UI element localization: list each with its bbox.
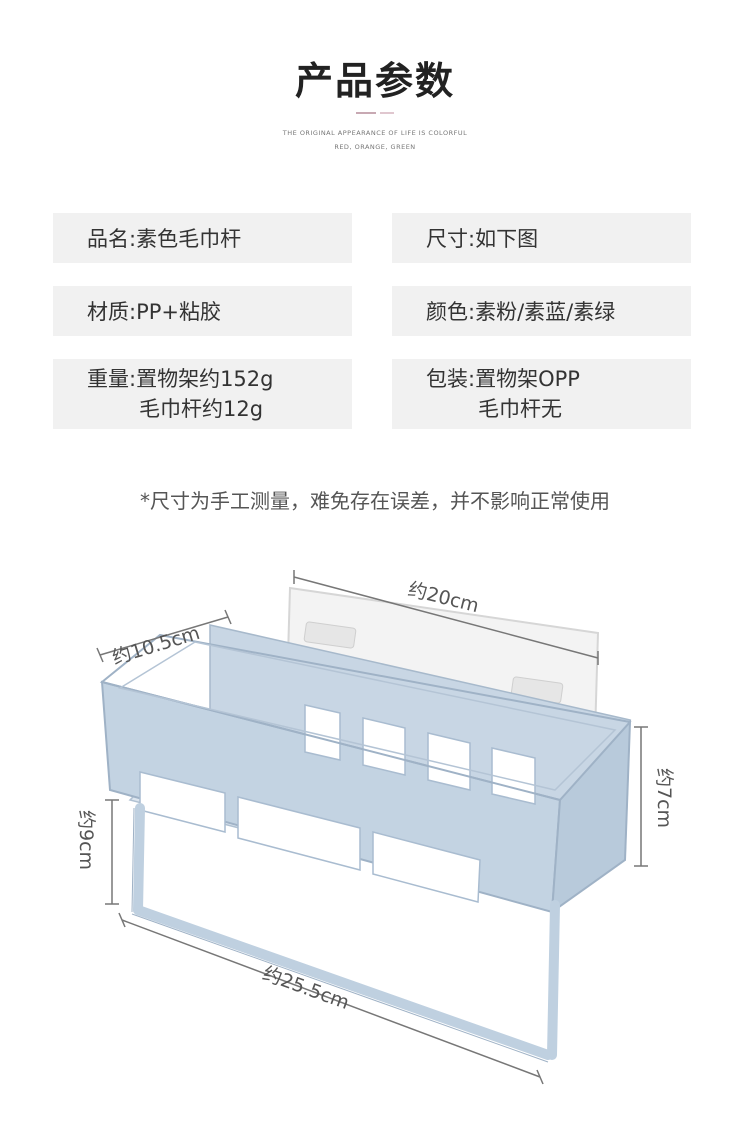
hook-left [303,621,357,649]
spec-size-text: 尺寸:如下图 [426,227,539,251]
towel-bar-outline [131,807,549,1063]
spec-color-text: 颜色:素粉/素蓝/素绿 [426,300,616,324]
dimension-lines [96,570,648,1085]
spec-material: 材质:PP+粘胶 [53,286,352,336]
spec-weight: 重量:置物架约152g 毛巾杆约12g [53,359,352,429]
spec-name-text: 品名:素色毛巾杆 [87,227,242,251]
front-openings [139,771,481,903]
spec-weight-line1: 重量:置物架约152g [87,367,274,391]
spec-size: 尺寸:如下图 [392,213,691,263]
dim-depth: 约10.5cm [110,622,203,669]
spec-color: 颜色:素粉/素蓝/素绿 [392,286,691,336]
subtitle-line-1: THE ORIGINAL APPEARANCE OF LIFE IS COLOR… [282,129,468,137]
product-illustration: 约20cm 约10.5cm 约7cm 约9cm 约25.5cm [75,570,675,1085]
title-underline-left [356,112,376,114]
shelf-side-wall [550,719,632,915]
dim-height-left: 约9cm [75,810,97,870]
spec-name: 品名:素色毛巾杆 [53,213,352,263]
measurement-note: *尺寸为手工测量，难免存在误差，并不影响正常使用 [140,489,610,513]
dim-height-right: 约7cm [653,768,675,828]
towel-bar [133,803,560,1060]
shelf-inner-rim [118,641,617,791]
spec-package-line1: 包装:置物架OPP [426,367,580,391]
page-title: 产品参数 [294,59,455,103]
spec-package-line2: 毛巾杆无 [478,397,562,421]
back-openings [304,704,536,805]
spec-weight-line2: 毛巾杆约12g [139,397,264,421]
subtitle-line-2: RED, ORANGE, GREEN [334,143,416,151]
spec-package: 包装:置物架OPP 毛巾杆无 [392,359,691,429]
title-underline-right [380,112,394,114]
spec-material-text: 材质:PP+粘胶 [87,300,221,324]
